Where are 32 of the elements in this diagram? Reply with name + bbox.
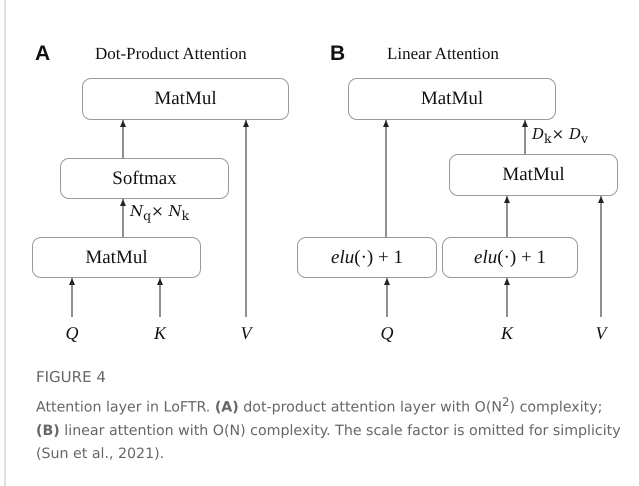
arrow	[120, 120, 126, 158]
input-variable: V	[236, 323, 256, 347]
panel-title: Dot-Product Attention	[95, 44, 247, 64]
arrow	[598, 196, 604, 317]
input-variable: V	[591, 323, 611, 347]
arrow	[69, 278, 75, 317]
edge-label: N$_{q}$× N$_{k}$	[130, 203, 190, 223]
process-box: MatMul	[449, 154, 618, 196]
input-variable: Q	[377, 323, 397, 347]
input-variable: K	[497, 323, 517, 347]
arrow	[522, 120, 528, 154]
arrow	[383, 120, 389, 237]
figure-number: FIGURE 4	[36, 368, 106, 386]
process-box: elu(·) + 1	[442, 237, 578, 278]
panel-letter: B	[330, 42, 346, 66]
input-variable: K	[150, 323, 170, 347]
edge-label: D$_{k}$× D$_{v}$	[532, 126, 588, 146]
panel-letter: A	[35, 42, 50, 66]
process-box: elu(·) + 1	[297, 237, 437, 278]
figure-caption: Attention layer in LoFTR. (A) dot-product attention layer with O(N$^{2}$) complexity; (B) linear attention with O(N) complexity. The scale factor is omitted for simplicity (Sun et al., 2021).	[36, 394, 621, 464]
arrow	[384, 278, 390, 317]
process-box: MatMul	[82, 78, 289, 120]
process-box: Softmax	[60, 158, 229, 199]
arrow	[504, 196, 510, 237]
process-box: MatMul	[348, 78, 556, 120]
arrow	[120, 199, 126, 237]
arrow	[504, 278, 510, 317]
arrow	[157, 278, 163, 317]
process-box: MatMul	[32, 237, 201, 278]
arrow	[243, 120, 249, 317]
input-variable: Q	[62, 323, 82, 347]
panel-title: Linear Attention	[387, 44, 499, 64]
